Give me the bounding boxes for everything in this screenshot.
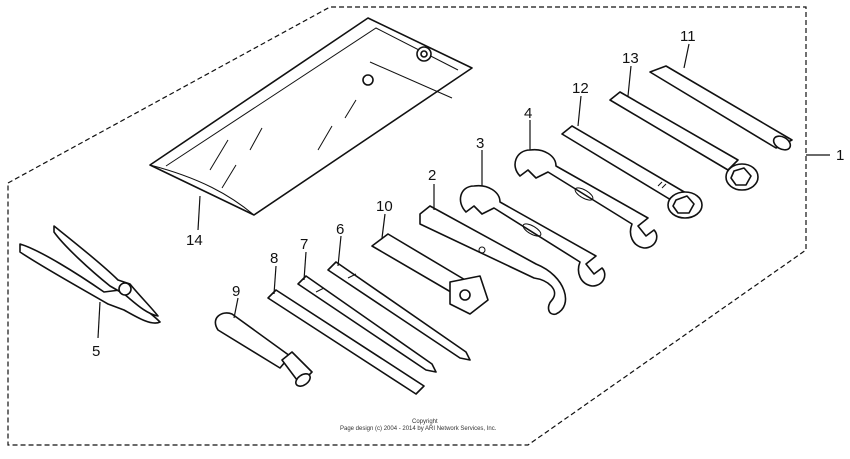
screwdriver-6[interactable] — [327, 261, 471, 361]
callout-4: 4 — [524, 105, 532, 122]
copyright-text: Page design (c) 2004 - 2014 by ARI Netwo… — [340, 426, 497, 432]
callout-5: 5 — [92, 343, 100, 360]
callout-1: 1 — [836, 147, 844, 164]
plug-wrench[interactable] — [371, 233, 489, 315]
leader-5 — [97, 301, 101, 339]
callout-7: 7 — [300, 236, 308, 253]
callout-8: 8 — [270, 250, 278, 267]
leader-9 — [233, 297, 239, 319]
box-wrench-12[interactable] — [561, 125, 703, 219]
leader-13 — [627, 65, 632, 97]
callout-14: 14 — [186, 232, 203, 249]
callout-9: 9 — [232, 283, 240, 300]
callout-2: 2 — [428, 167, 436, 184]
pin-spanner[interactable] — [419, 205, 567, 316]
open-wrench-4[interactable] — [514, 148, 658, 249]
callout-12: 12 — [572, 80, 589, 97]
callout-3: 3 — [476, 135, 484, 152]
callout-6: 6 — [336, 221, 344, 238]
copyright-title: Copyright — [412, 419, 438, 425]
pliers[interactable] — [19, 225, 161, 324]
screwdriver-handle[interactable] — [214, 312, 313, 389]
leader-6 — [337, 235, 342, 267]
open-wrench-3[interactable] — [459, 184, 606, 287]
frame-outline — [7, 6, 807, 446]
callout-11: 11 — [680, 28, 696, 45]
box-wrench-13[interactable] — [609, 91, 759, 191]
leader-11 — [683, 43, 690, 69]
leader-12 — [577, 95, 582, 127]
handle-bar[interactable] — [267, 289, 425, 395]
leader-8 — [273, 265, 277, 295]
callout-10: 10 — [376, 198, 393, 215]
leader-14 — [197, 195, 201, 231]
tool-pouch[interactable] — [149, 17, 473, 216]
leader-10 — [381, 213, 386, 239]
leader-7 — [303, 251, 307, 281]
callout-13: 13 — [622, 50, 639, 67]
tool-sleeve[interactable] — [649, 65, 793, 153]
